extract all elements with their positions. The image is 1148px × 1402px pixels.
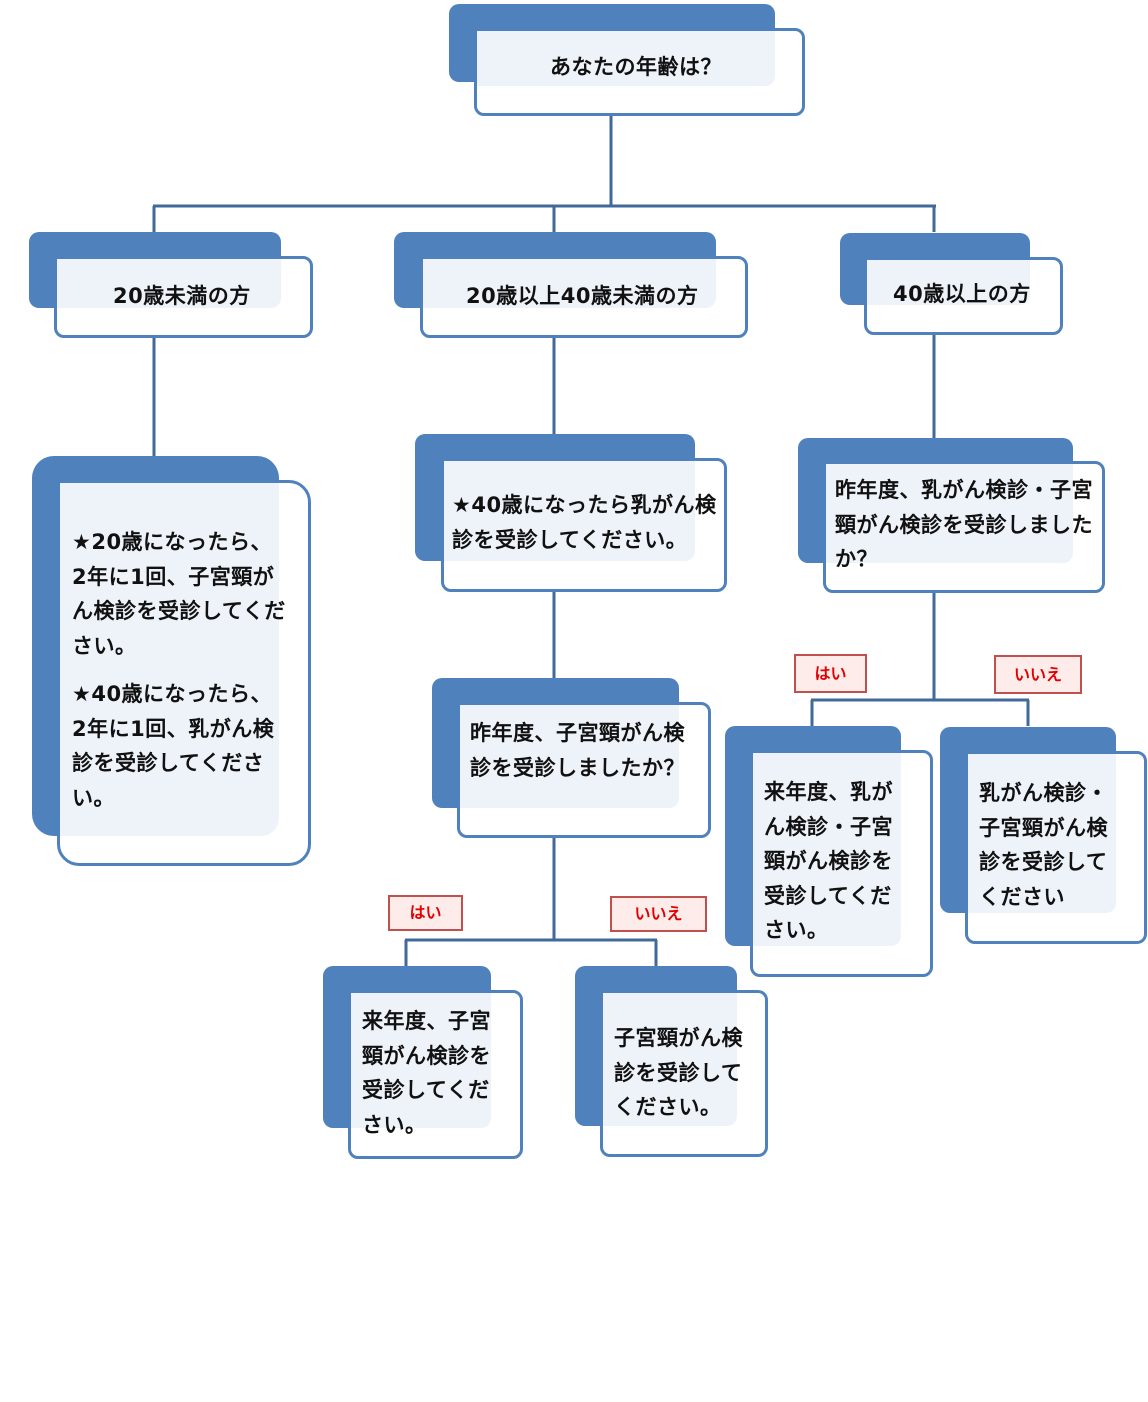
node-right-yes-result-text: 来年度、乳がん検診・子宮頸がん検診を受診してください。 <box>764 780 893 942</box>
node-right-no-result-text: 乳がん検診・子宮頸がん検診を受診してください <box>979 781 1108 909</box>
node-under-20-message-text: ★20歳になったら、2年に1回、子宮頸がん検診を受診してください。 ★40歳にな… <box>72 525 286 815</box>
under-20-breast-advice: ★40歳になったら、2年に1回、乳がん検診を受診してください。 <box>72 682 275 810</box>
node-over-40-text: 40歳以上の方 <box>893 282 1031 306</box>
answer-yes-label-right: はい <box>794 654 867 693</box>
node-mid-yes-result-text: 来年度、子宮頸がん検診を受診してください。 <box>362 1009 491 1137</box>
node-20-to-40-question-text: 昨年度、子宮頸がん検診を受診しましたか？ <box>470 721 685 780</box>
node-20-to-40-message-text: ★40歳になったら乳がん検診を受診してください。 <box>452 493 717 552</box>
answer-yes-label-middle: はい <box>388 895 463 931</box>
answer-no-label-right: いいえ <box>994 655 1082 694</box>
node-mid-no-result-text: 子宮頸がん検診を受診してください。 <box>614 1026 743 1119</box>
node-under-20-text: 20歳未満の方 <box>113 284 251 308</box>
under-20-cervical-advice: ★20歳になったら、2年に1回、子宮頸がん検診を受診してください。 <box>72 530 286 658</box>
node-20-to-40-text: 20歳以上40歳未満の方 <box>466 284 699 308</box>
answer-no-label-middle: いいえ <box>610 896 707 932</box>
node-over-40-question-text: 昨年度、乳がん検診・子宮頸がん検診を受診しましたか？ <box>835 478 1093 571</box>
node-age-question-text: あなたの年齢は？ <box>550 55 722 79</box>
